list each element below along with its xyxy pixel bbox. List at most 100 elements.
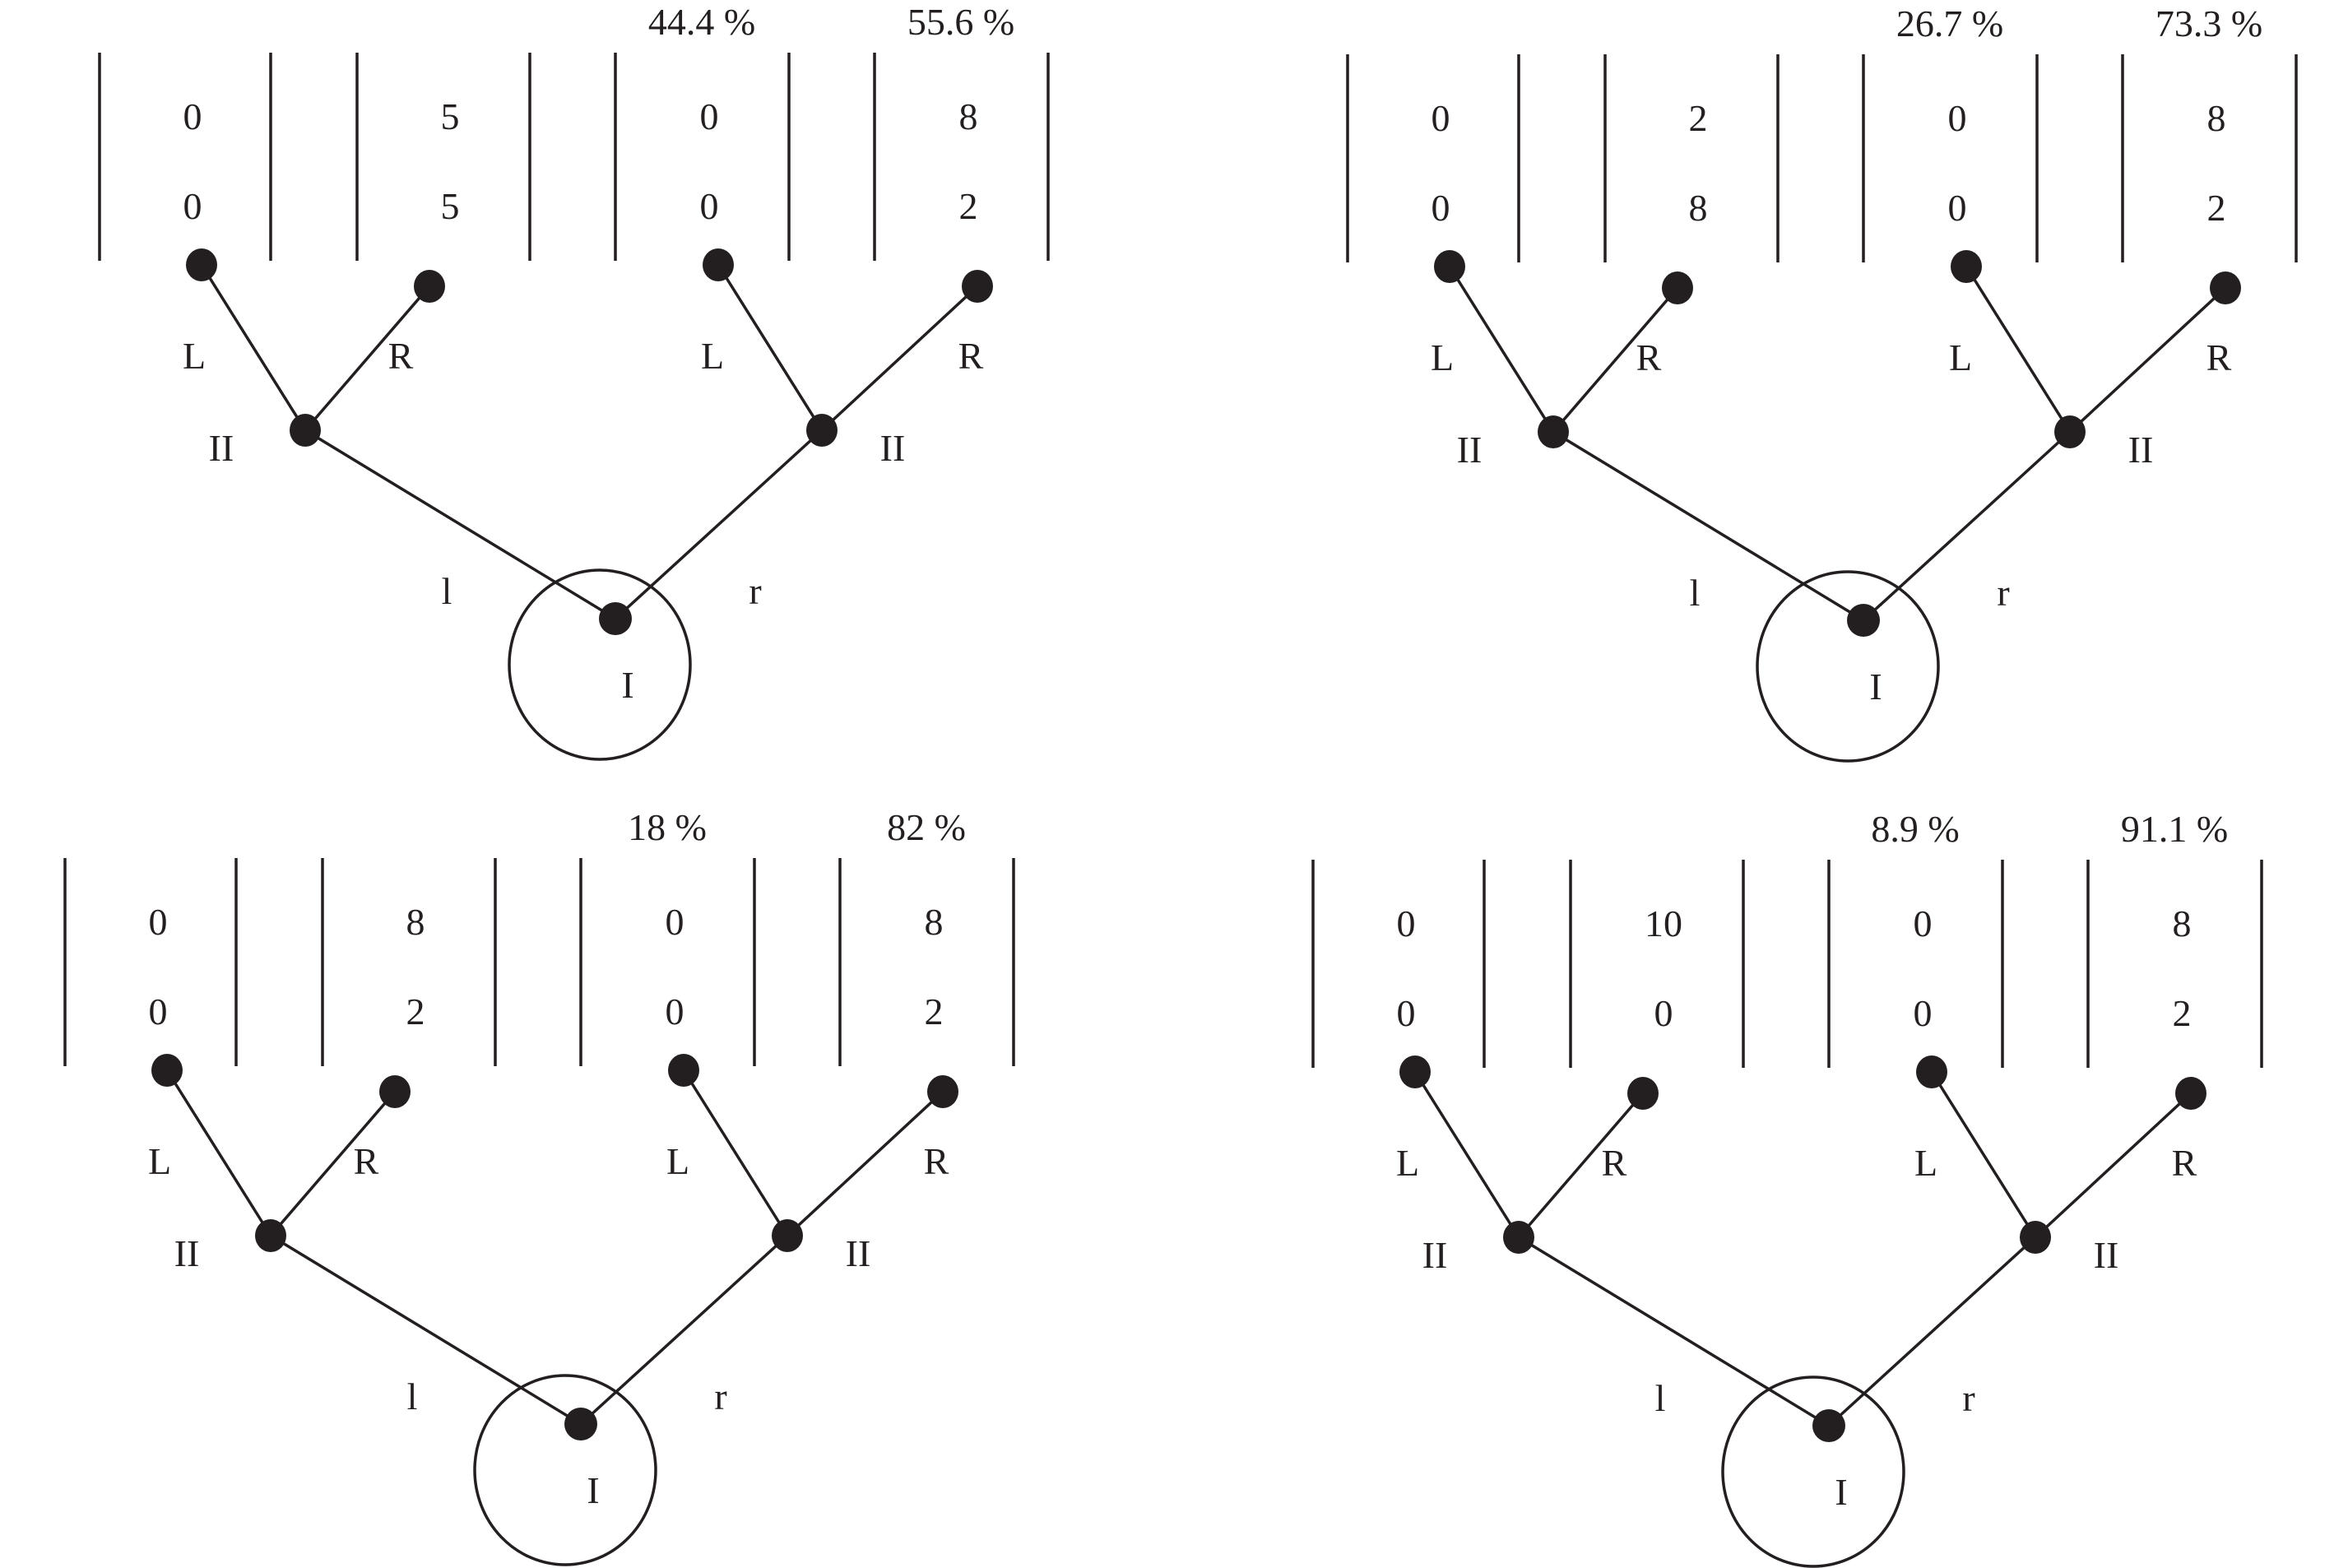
payoff-upper: 0 [183,95,202,137]
outcome-percentage: 44.4 % [648,1,755,43]
payoff-lower: 0 [183,185,202,227]
payoff-upper: 5 [441,95,460,137]
move-label-R: R [388,335,414,377]
terminal-node [186,248,217,281]
root-node [599,602,632,635]
edge-r [1827,1236,2037,1427]
payoff-lower: 0 [700,185,719,227]
terminal-node [2175,1077,2206,1110]
edge-R [1552,286,1679,434]
payoff-upper: 0 [1948,97,1967,139]
payoff-lower: 8 [1689,187,1708,229]
outcome-percentage: 73.3 % [2155,2,2262,44]
root-move-label-r: r [1997,572,2009,614]
edge-l [270,1234,582,1426]
payoff-lower: 2 [959,185,978,227]
move-label-L: L [1914,1142,1937,1184]
payoff-lower: 5 [441,185,460,227]
move-label-L: L [666,1140,689,1182]
edge-r [579,1234,789,1426]
terminal-node [703,248,734,281]
player-one-ring [1721,1375,1905,1568]
root-move-label-l: l [407,1375,418,1417]
move-label-L: L [1396,1142,1419,1184]
payoff-upper: 0 [1397,902,1416,944]
root-move-label-r: r [749,570,761,612]
terminal-node [414,270,445,303]
player-one-ring [508,568,692,761]
root-move-label-l: l [1655,1377,1666,1419]
edge-L [1965,266,2072,433]
player-two-node [772,1219,803,1252]
move-label-R: R [924,1140,949,1182]
payoff-lower: 2 [925,990,944,1032]
outcome-percentage: 8.9 % [1871,808,1959,850]
payoff-lower: 0 [666,990,684,1032]
player-two-label: II [174,1232,200,1274]
player-two-node [2020,1221,2051,1254]
payoff-lower: 2 [2207,187,2226,229]
move-label-L: L [701,335,724,377]
move-label-L: L [1949,336,1972,378]
player-two-label: II [209,427,234,469]
terminal-node [2210,271,2241,304]
move-label-R: R [2206,336,2232,378]
payoff-upper: 8 [925,901,944,943]
edge-r [614,429,824,620]
player-one-ring [1756,570,1940,763]
player-two-label: II [1422,1234,1448,1276]
move-label-L: L [1431,336,1454,378]
payoff-lower: 0 [1914,992,1933,1034]
payoff-upper: 0 [149,901,168,943]
edge-R [820,285,979,432]
player-two-label: II [1457,429,1483,471]
terminal-node [1627,1077,1659,1110]
payoff-upper: 8 [2207,97,2226,139]
payoff-upper: 8 [406,901,425,943]
root-move-label-l: l [442,570,452,612]
root-node [1812,1409,1845,1442]
payoff-upper: 8 [959,95,978,137]
payoff-upper: 0 [666,901,684,943]
edge-l [1552,430,1864,622]
edge-L [1930,1071,2037,1238]
move-label-R: R [354,1140,379,1182]
terminal-node [379,1075,411,1108]
payoff-upper: 0 [1914,902,1933,944]
edge-R [304,285,431,432]
edge-R [786,1090,944,1237]
move-label-L: L [148,1140,171,1182]
root-node [564,1408,597,1440]
edge-L [682,1069,789,1236]
player-two-label: II [2128,429,2154,471]
outcome-percentage: 55.6 % [907,1,1014,43]
edge-l [1518,1236,1830,1427]
outcome-percentage: 91.1 % [2121,808,2228,850]
terminal-node [1399,1055,1431,1088]
player-two-node [1538,415,1569,448]
player-one-ring [473,1374,657,1566]
move-label-R: R [2172,1142,2197,1184]
root-move-label-r: r [714,1375,726,1417]
move-label-R: R [958,335,984,377]
root-node [1847,604,1880,637]
edge-l [304,429,616,620]
terminal-node [927,1075,958,1108]
outcome-percentage: 18 % [628,806,707,848]
edge-R [269,1090,397,1237]
player-two-label: II [846,1232,871,1274]
move-label-R: R [1636,336,1662,378]
edge-R [2034,1092,2193,1239]
player-two-label: II [880,427,906,469]
payoff-upper: 8 [2173,902,2192,944]
payoff-lower: 0 [1432,187,1450,229]
terminal-node [668,1054,699,1087]
edge-L [717,264,824,431]
terminal-node [1434,250,1465,283]
edge-L [165,1069,272,1236]
player-two-node [2054,415,2086,448]
